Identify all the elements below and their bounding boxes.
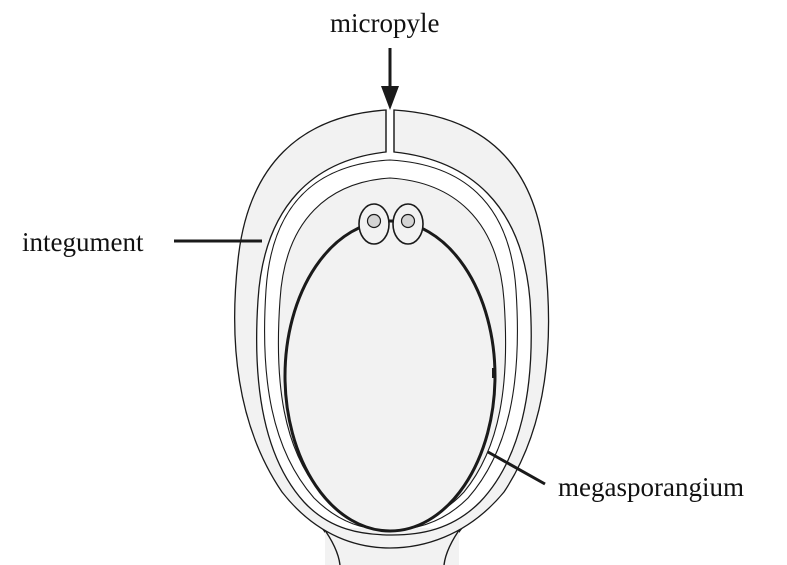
megasporangium-label: megasporangium — [558, 474, 744, 501]
egg-nucleus-right — [402, 215, 415, 228]
megasporangium-notch — [492, 368, 496, 378]
micropyle-label: micropyle — [330, 10, 439, 37]
integument-label: integument — [22, 229, 143, 256]
micropyle-gap — [386, 110, 394, 152]
micropyle-arrow-head — [381, 86, 399, 110]
megasporangium — [285, 221, 495, 531]
egg-nucleus-left — [368, 215, 381, 228]
